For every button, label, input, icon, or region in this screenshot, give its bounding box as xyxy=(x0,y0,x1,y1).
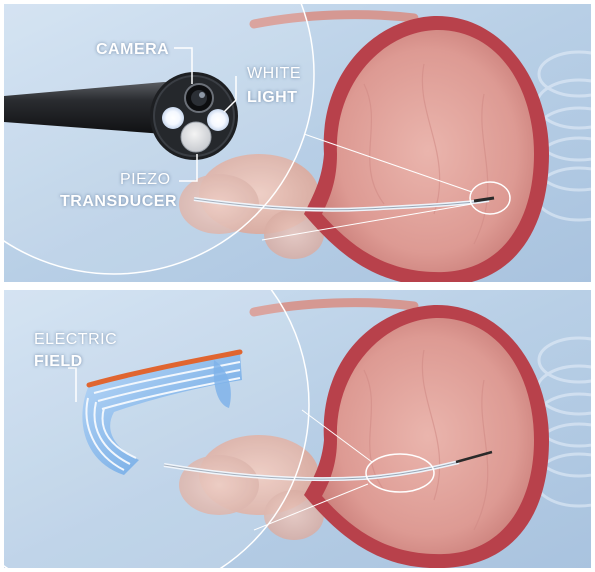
top-illustration xyxy=(4,4,591,282)
camera-lens xyxy=(185,84,213,112)
white-label: WHITE xyxy=(247,66,301,82)
transducer-label: TRANSDUCER xyxy=(60,194,177,210)
top-illustration-panel: CAMERA WHITE LIGHT PIEZO TRANSDUCER xyxy=(4,4,591,282)
camera-label: CAMERA xyxy=(96,42,169,58)
light-label: LIGHT xyxy=(247,90,298,106)
field-label: FIELD xyxy=(34,354,83,370)
piezo-transducer-element xyxy=(181,122,211,152)
bottom-illustration-panel: ELECTRIC FIELD xyxy=(4,290,591,568)
piezo-label: PIEZO xyxy=(120,172,171,188)
electric-label: ELECTRIC xyxy=(34,332,117,348)
